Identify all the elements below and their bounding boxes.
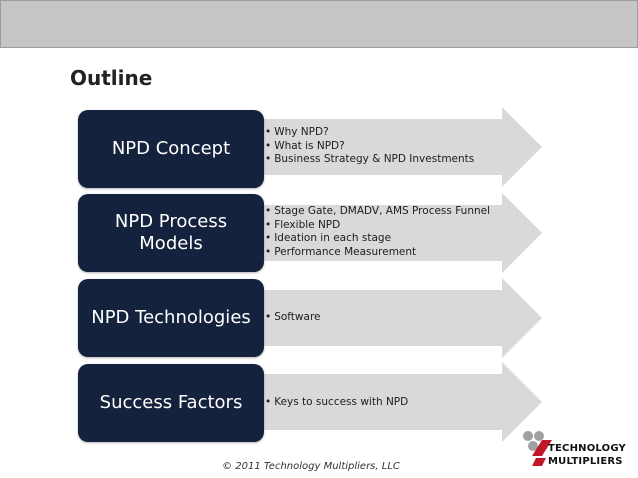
- section-box: NPD Concept: [78, 110, 264, 188]
- bullet-list: Stage Gate, DMADV, AMS Process Funnel Fl…: [265, 205, 490, 259]
- bullet-item: Software: [265, 311, 320, 325]
- company-logo-icon: [523, 431, 552, 466]
- bullet-item: Business Strategy & NPD Investments: [265, 153, 474, 167]
- section-box: Success Factors: [78, 364, 264, 442]
- bullet-item: Flexible NPD: [265, 219, 490, 233]
- logo-text-line2: MULTIPLIERS: [548, 456, 623, 467]
- arrow-shape: [250, 278, 542, 358]
- bullet-item: Ideation in each stage: [265, 232, 490, 246]
- slide-title: Outline: [70, 66, 153, 90]
- bullet-item: Keys to success with NPD: [265, 396, 408, 410]
- top-band: [0, 0, 638, 48]
- bullet-item: What is NPD?: [265, 140, 474, 154]
- section-box: NPD Technologies: [78, 279, 264, 357]
- bullet-item: Stage Gate, DMADV, AMS Process Funnel: [265, 205, 490, 219]
- bullet-item: Why NPD?: [265, 126, 474, 140]
- footer-copyright: © 2011 Technology Multipliers, LLC: [222, 461, 400, 472]
- bullet-list: Keys to success with NPD: [265, 396, 408, 410]
- bullet-list: Why NPD? What is NPD? Business Strategy …: [265, 126, 474, 167]
- bullet-item: Performance Measurement: [265, 246, 490, 260]
- logo-text-line1: TECHNOLOGY: [548, 443, 626, 454]
- bullet-list: Software: [265, 311, 320, 325]
